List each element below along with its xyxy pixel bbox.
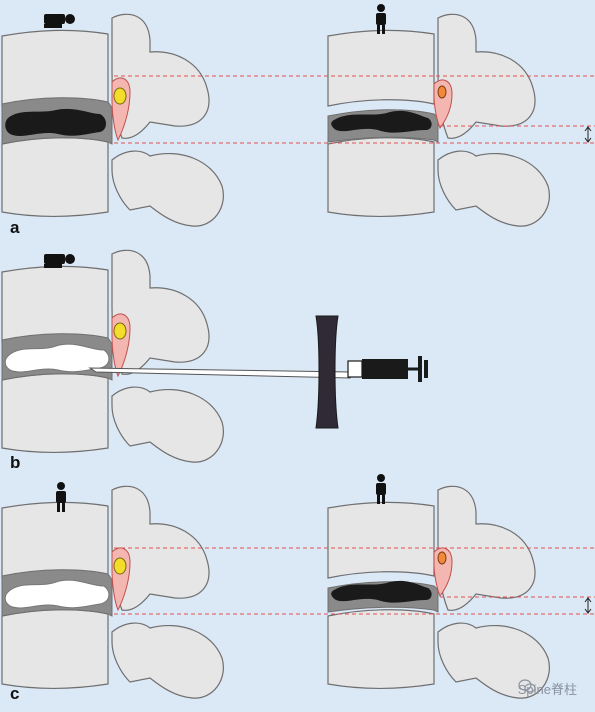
panel-a-reference-lines [114,75,595,144]
panel-a-right-segment [327,13,550,227]
panel-b-segment [1,249,224,463]
needle-handle [315,315,339,429]
lying-person-icon [44,14,75,28]
panel-label-b: b [10,453,21,472]
panel-c-reference-lines [114,547,595,615]
wechat-icon [518,679,536,693]
syringe-needle [88,315,428,429]
panel-c-left-segment [1,485,224,699]
lying-person-icon [44,254,75,268]
watermark-text: Spine脊柱 [517,682,577,697]
panel-label-a: a [10,218,20,237]
standing-person-icon [376,4,386,34]
standing-person-icon [376,474,386,504]
watermark: Spine脊柱 [518,679,577,698]
panel-label-c: c [10,684,20,703]
panel-c-right-segment [327,485,550,699]
panel-a-left-segment [1,13,224,227]
standing-person-icon [56,482,66,512]
